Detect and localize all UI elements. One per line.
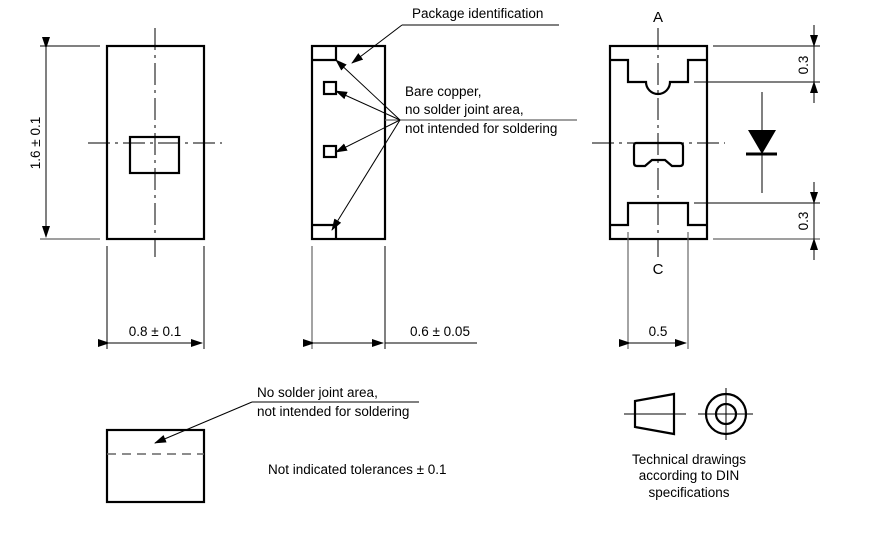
projection-caption-line-3: specifications: [648, 485, 729, 500]
bare-copper-leader: [335, 90, 401, 121]
diode-symbol-icon: [746, 92, 777, 193]
side-view: Package identification Bare copper, no s…: [303, 6, 577, 349]
anode-pad: [610, 58, 707, 96]
end-view-note-line-2: not intended for soldering: [257, 404, 409, 419]
end-view-note-line-1: No solder joint area,: [257, 385, 378, 400]
bare-copper-leader: [335, 59, 401, 121]
pad-width-dimension-label: 0.5: [649, 324, 668, 339]
bare-copper-pad-2: [322, 144, 338, 159]
thickness-dimension-label: 0.6 ± 0.05: [410, 324, 470, 339]
package-id-label: Package identification: [412, 6, 543, 21]
first-angle-projection-icon: [624, 388, 753, 440]
end-view-note-leader: [154, 401, 253, 444]
bare-copper-label-line-1: Bare copper,: [405, 84, 482, 99]
projection-caption-line-2: according to DIN: [639, 468, 740, 483]
bottom-view: A C 0.3 0.3 0.5: [592, 9, 820, 349]
projection-caption-line-1: Technical drawings: [632, 452, 746, 467]
side-view-top-terminal: [312, 46, 338, 62]
bare-copper-pad-1: [322, 80, 338, 96]
bare-copper-leader: [331, 119, 401, 231]
side-view-body: [310, 44, 387, 241]
end-view: No solder joint area, not intended for s…: [105, 385, 447, 504]
top-view: 1.6 ± 0.1 0.8 ± 0.1: [28, 28, 222, 349]
end-view-body: [105, 428, 206, 504]
bare-copper-label-line-3: not intended for soldering: [405, 121, 557, 136]
pad-top-dimension-label: 0.3: [796, 56, 811, 75]
bare-copper-label-line-2: no solder joint area,: [405, 102, 524, 117]
height-dimension-label: 1.6 ± 0.1: [28, 117, 43, 169]
package-id-leader: [351, 24, 403, 64]
pad-bottom-dimension-label: 0.3: [796, 212, 811, 231]
side-view-bottom-terminal: [312, 223, 338, 239]
center-pad: [632, 141, 685, 168]
tolerance-note: Not indicated tolerances ± 0.1: [268, 462, 447, 477]
width-dimension-label: 0.8 ± 0.1: [129, 324, 181, 339]
anode-label: A: [653, 9, 663, 26]
cathode-label: C: [653, 261, 664, 278]
bare-copper-leader: [335, 119, 401, 153]
